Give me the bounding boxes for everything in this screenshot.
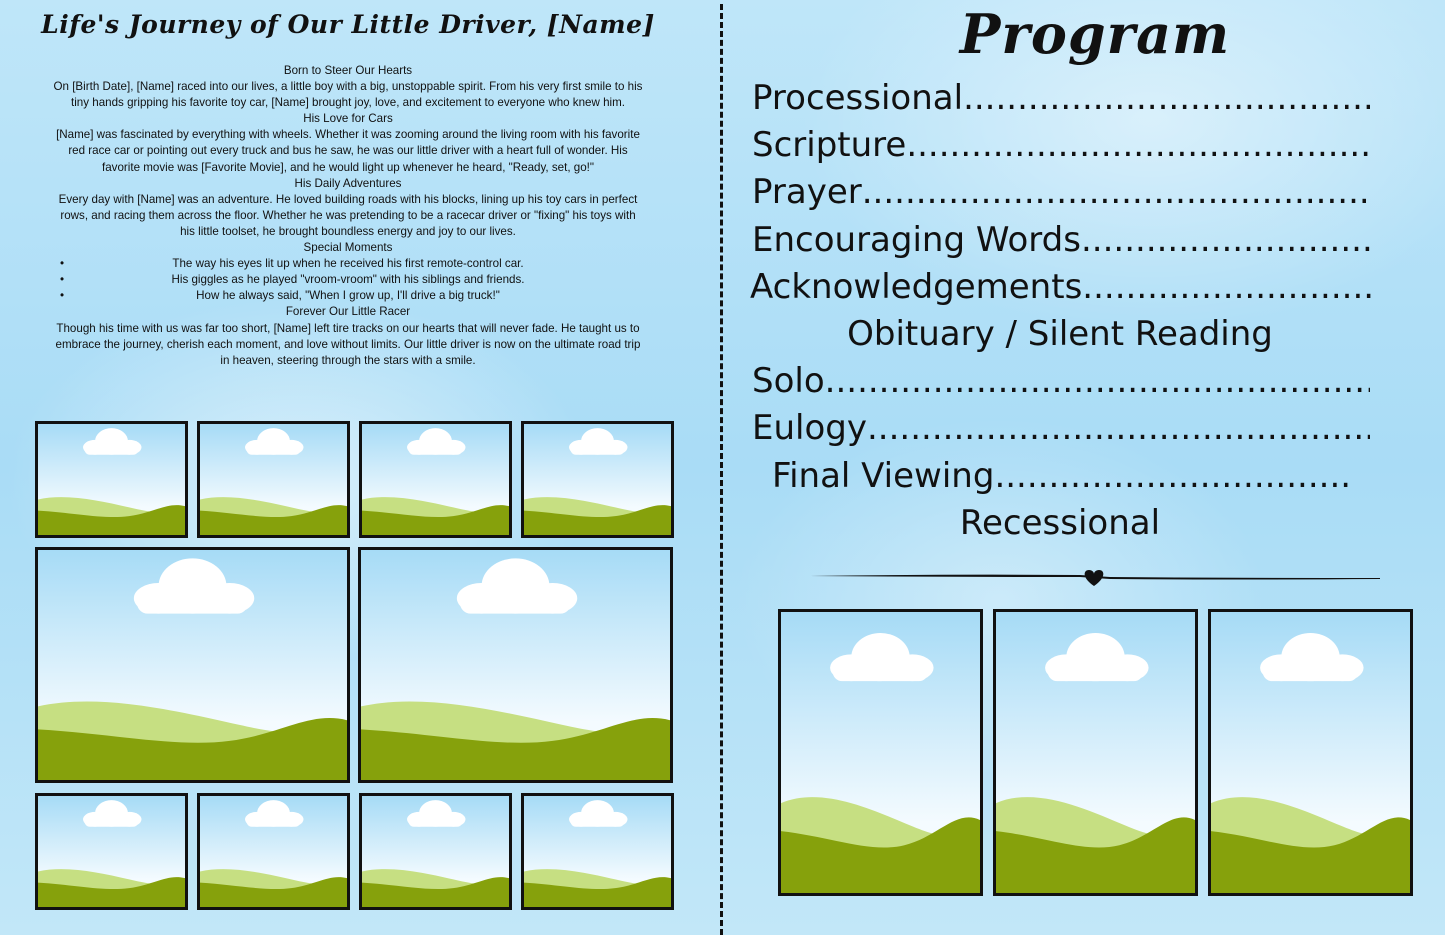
program-item-label: Obituary / Silent Reading <box>847 314 1273 354</box>
list-item: The way his eyes lit up when he received… <box>52 256 644 272</box>
photo-placeholder-portrait <box>1208 609 1413 896</box>
program-item: Eulogy..................................… <box>752 404 1370 452</box>
landscape-placeholder-icon <box>200 800 347 907</box>
leader-dots: ........................................… <box>824 361 1370 401</box>
section-heading: Forever Our Little Racer <box>285 305 411 319</box>
leader-dots: ........................................… <box>861 172 1370 212</box>
landscape-placeholder-icon <box>38 558 347 780</box>
program-item: Scripture...............................… <box>752 121 1370 169</box>
paragraph: Though his time with us was far too shor… <box>55 321 641 367</box>
program-item: Obituary / Silent Reading <box>760 310 1360 358</box>
program-item: Recessional <box>760 499 1360 547</box>
special-moments-list: The way his eyes lit up when he received… <box>52 256 644 304</box>
obituary-title: Life's Journey of Our Little Driver, [Na… <box>41 10 655 39</box>
page-fold-divider <box>720 4 723 935</box>
photo-placeholder-small <box>197 421 350 538</box>
landscape-placeholder-icon <box>38 800 185 907</box>
photo-placeholder-small <box>359 421 512 538</box>
photo-placeholder-small <box>35 793 188 910</box>
photo-placeholder-small <box>35 421 188 538</box>
photo-placeholder-small <box>359 793 512 910</box>
paragraph: On [Birth Date], [Name] raced into our l… <box>53 80 643 110</box>
program-item-label: Acknowledgements <box>750 267 1083 307</box>
program-item-label: Processional <box>752 78 964 118</box>
program-item-label: Eulogy <box>752 408 867 448</box>
leader-dots: ........................................… <box>906 125 1370 165</box>
landscape-placeholder-icon <box>1211 633 1410 893</box>
paragraph: [Name] was fascinated by everything with… <box>56 128 640 174</box>
landscape-placeholder-icon <box>524 428 671 535</box>
heart-icon <box>1084 570 1104 586</box>
list-item: His giggles as he played "vroom-vroom" w… <box>52 272 644 288</box>
landscape-placeholder-icon <box>996 633 1195 893</box>
landscape-placeholder-icon <box>524 800 671 907</box>
program-item-label: Scripture <box>752 125 907 165</box>
landscape-placeholder-icon <box>781 633 980 893</box>
program-item: Solo....................................… <box>752 357 1370 405</box>
photo-placeholder-small <box>197 793 350 910</box>
photo-placeholder-portrait <box>778 609 983 896</box>
landscape-placeholder-icon <box>200 428 347 535</box>
heart-divider <box>810 570 1380 586</box>
photo-placeholder-portrait <box>993 609 1198 896</box>
program-item: Encouraging Words ......................… <box>752 216 1370 264</box>
program-title: Program <box>959 2 1231 66</box>
leader-dots: ........................................… <box>994 456 1350 496</box>
section-heading: Born to Steer Our Hearts <box>283 64 413 77</box>
leader-dots: ........................................… <box>963 78 1370 118</box>
section-heading: Special Moments <box>303 241 393 255</box>
photo-placeholder-large <box>35 547 350 783</box>
program-item-label: Prayer <box>752 172 862 212</box>
landscape-placeholder-icon <box>362 800 509 907</box>
program-item-label: Solo <box>752 361 825 401</box>
program-item: Prayer..................................… <box>752 168 1370 216</box>
photo-placeholder-large <box>358 547 673 783</box>
leader-dots: ........................................… <box>1080 220 1370 260</box>
program-item: Acknowledgements........................… <box>750 263 1372 311</box>
landscape-placeholder-icon <box>361 558 670 780</box>
obituary-text: Born to Steer Our Hearts On [Birth Date],… <box>52 63 644 369</box>
list-item: How he always said, "When I grow up, I'l… <box>52 288 644 304</box>
landscape-placeholder-icon <box>38 428 185 535</box>
photo-placeholder-small <box>521 793 674 910</box>
program-item: Final Viewing...........................… <box>772 452 1350 500</box>
program-item-label: Encouraging Words <box>752 220 1081 260</box>
program-item-label: Recessional <box>959 503 1161 543</box>
program-item-label: Final Viewing <box>772 456 995 496</box>
section-heading: His Love for Cars <box>303 112 393 126</box>
leader-dots: ........................................… <box>1082 267 1372 307</box>
section-heading: His Daily Adventures <box>294 176 402 190</box>
program-item: Processional............................… <box>752 74 1370 122</box>
paragraph: Every day with [Name] was an adventure. … <box>58 192 638 238</box>
landscape-placeholder-icon <box>362 428 509 535</box>
leader-dots: ........................................… <box>866 408 1370 448</box>
photo-placeholder-small <box>521 421 674 538</box>
